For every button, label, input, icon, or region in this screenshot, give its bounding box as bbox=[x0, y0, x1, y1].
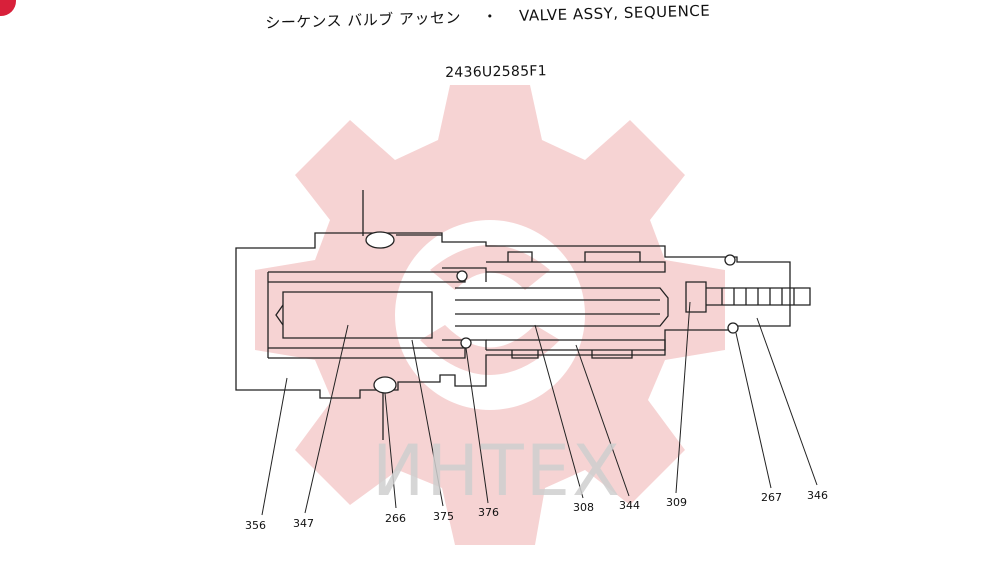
leader-267 bbox=[735, 332, 772, 489]
callout-347: 347 bbox=[293, 517, 314, 530]
callout-375: 375 bbox=[433, 510, 454, 523]
land-upper-1 bbox=[507, 251, 533, 262]
piston-347 bbox=[282, 291, 433, 339]
callout-346: 346 bbox=[807, 489, 828, 502]
o-ring-upper bbox=[365, 231, 395, 249]
bore-lower-line bbox=[268, 347, 466, 359]
land-lower-1 bbox=[511, 350, 539, 359]
ball-upper-right bbox=[724, 254, 736, 266]
ball-376 bbox=[460, 337, 472, 349]
step-notch bbox=[442, 267, 487, 350]
watermark-gear-logo bbox=[255, 85, 725, 545]
leader-356 bbox=[261, 377, 288, 516]
o-ring-266 bbox=[373, 376, 397, 394]
leader-344 bbox=[575, 344, 630, 497]
callout-376: 376 bbox=[478, 506, 499, 519]
leader-309 bbox=[675, 301, 691, 494]
callout-356: 356 bbox=[245, 519, 266, 532]
ball-375 bbox=[456, 270, 468, 282]
callout-266: 266 bbox=[385, 512, 406, 525]
ball-267 bbox=[727, 322, 739, 334]
callout-267: 267 bbox=[761, 491, 782, 504]
leader-266 bbox=[384, 392, 397, 509]
leader-lines bbox=[261, 301, 818, 516]
callout-309: 309 bbox=[666, 496, 687, 509]
sleeve-344-lower bbox=[486, 339, 666, 351]
seals bbox=[365, 231, 739, 394]
leader-346 bbox=[756, 317, 818, 486]
callout-308: 308 bbox=[573, 501, 594, 514]
callout-labels: 356 347 266 375 376 308 344 309 267 346 bbox=[245, 489, 828, 532]
spool-308 bbox=[455, 287, 669, 327]
leader-308 bbox=[534, 324, 584, 499]
spool-inner-line bbox=[455, 299, 660, 315]
callout-344: 344 bbox=[619, 499, 640, 512]
sleeve-344-upper bbox=[486, 261, 666, 273]
adjust-screw-309 bbox=[685, 281, 707, 313]
leader-376 bbox=[465, 347, 489, 504]
thread-marks bbox=[721, 288, 795, 305]
leader-347 bbox=[304, 324, 349, 514]
leader-375 bbox=[411, 339, 444, 507]
piston-tip bbox=[275, 304, 284, 326]
land-upper-2 bbox=[584, 251, 641, 262]
land-lower-2 bbox=[591, 350, 633, 359]
